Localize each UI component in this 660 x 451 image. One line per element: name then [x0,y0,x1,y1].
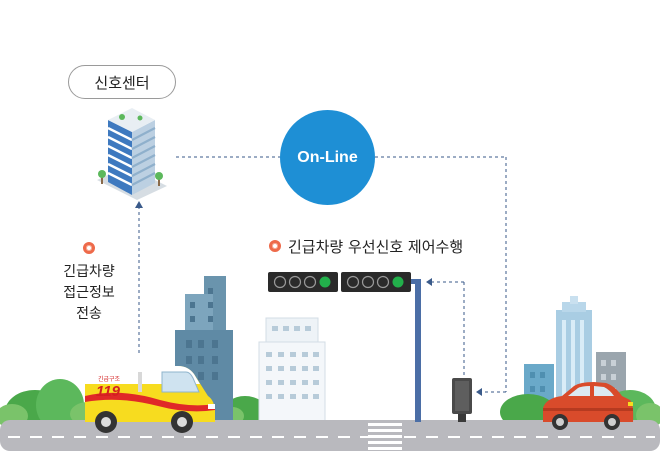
emergency-info-label: 긴급차량 접근정보 전송 [56,262,122,325]
connection-lines [138,156,507,393]
signal-controller [452,378,472,422]
signal-center-text: 신호센터 [94,73,150,92]
emergency-info-line-2: 접근정보 [63,285,115,301]
signal-center-building [97,108,167,200]
road [0,420,660,451]
ambulance-number-text: 119 [96,383,121,400]
emergency-info-line-3: 전송 [76,306,102,322]
arrowheads [135,201,482,396]
ambulance-small-text: 긴급구조 [98,375,121,383]
traffic-light [268,272,421,422]
emergency-info-line-1: 긴급차량 [63,264,115,280]
crosswalk [368,423,402,450]
red-car [543,382,634,430]
priority-signal-label: 긴급차량 우선신호 제어수행 [288,238,464,256]
signal-center-label: 신호센터 [68,65,176,99]
online-circle: On-Line [280,110,375,205]
online-text: On-Line [297,148,358,166]
ambulance: 긴급구조 119 [85,366,215,433]
emergency-info-marker-icon [83,242,95,254]
white-building [258,317,326,423]
priority-signal-marker-icon [269,240,281,252]
